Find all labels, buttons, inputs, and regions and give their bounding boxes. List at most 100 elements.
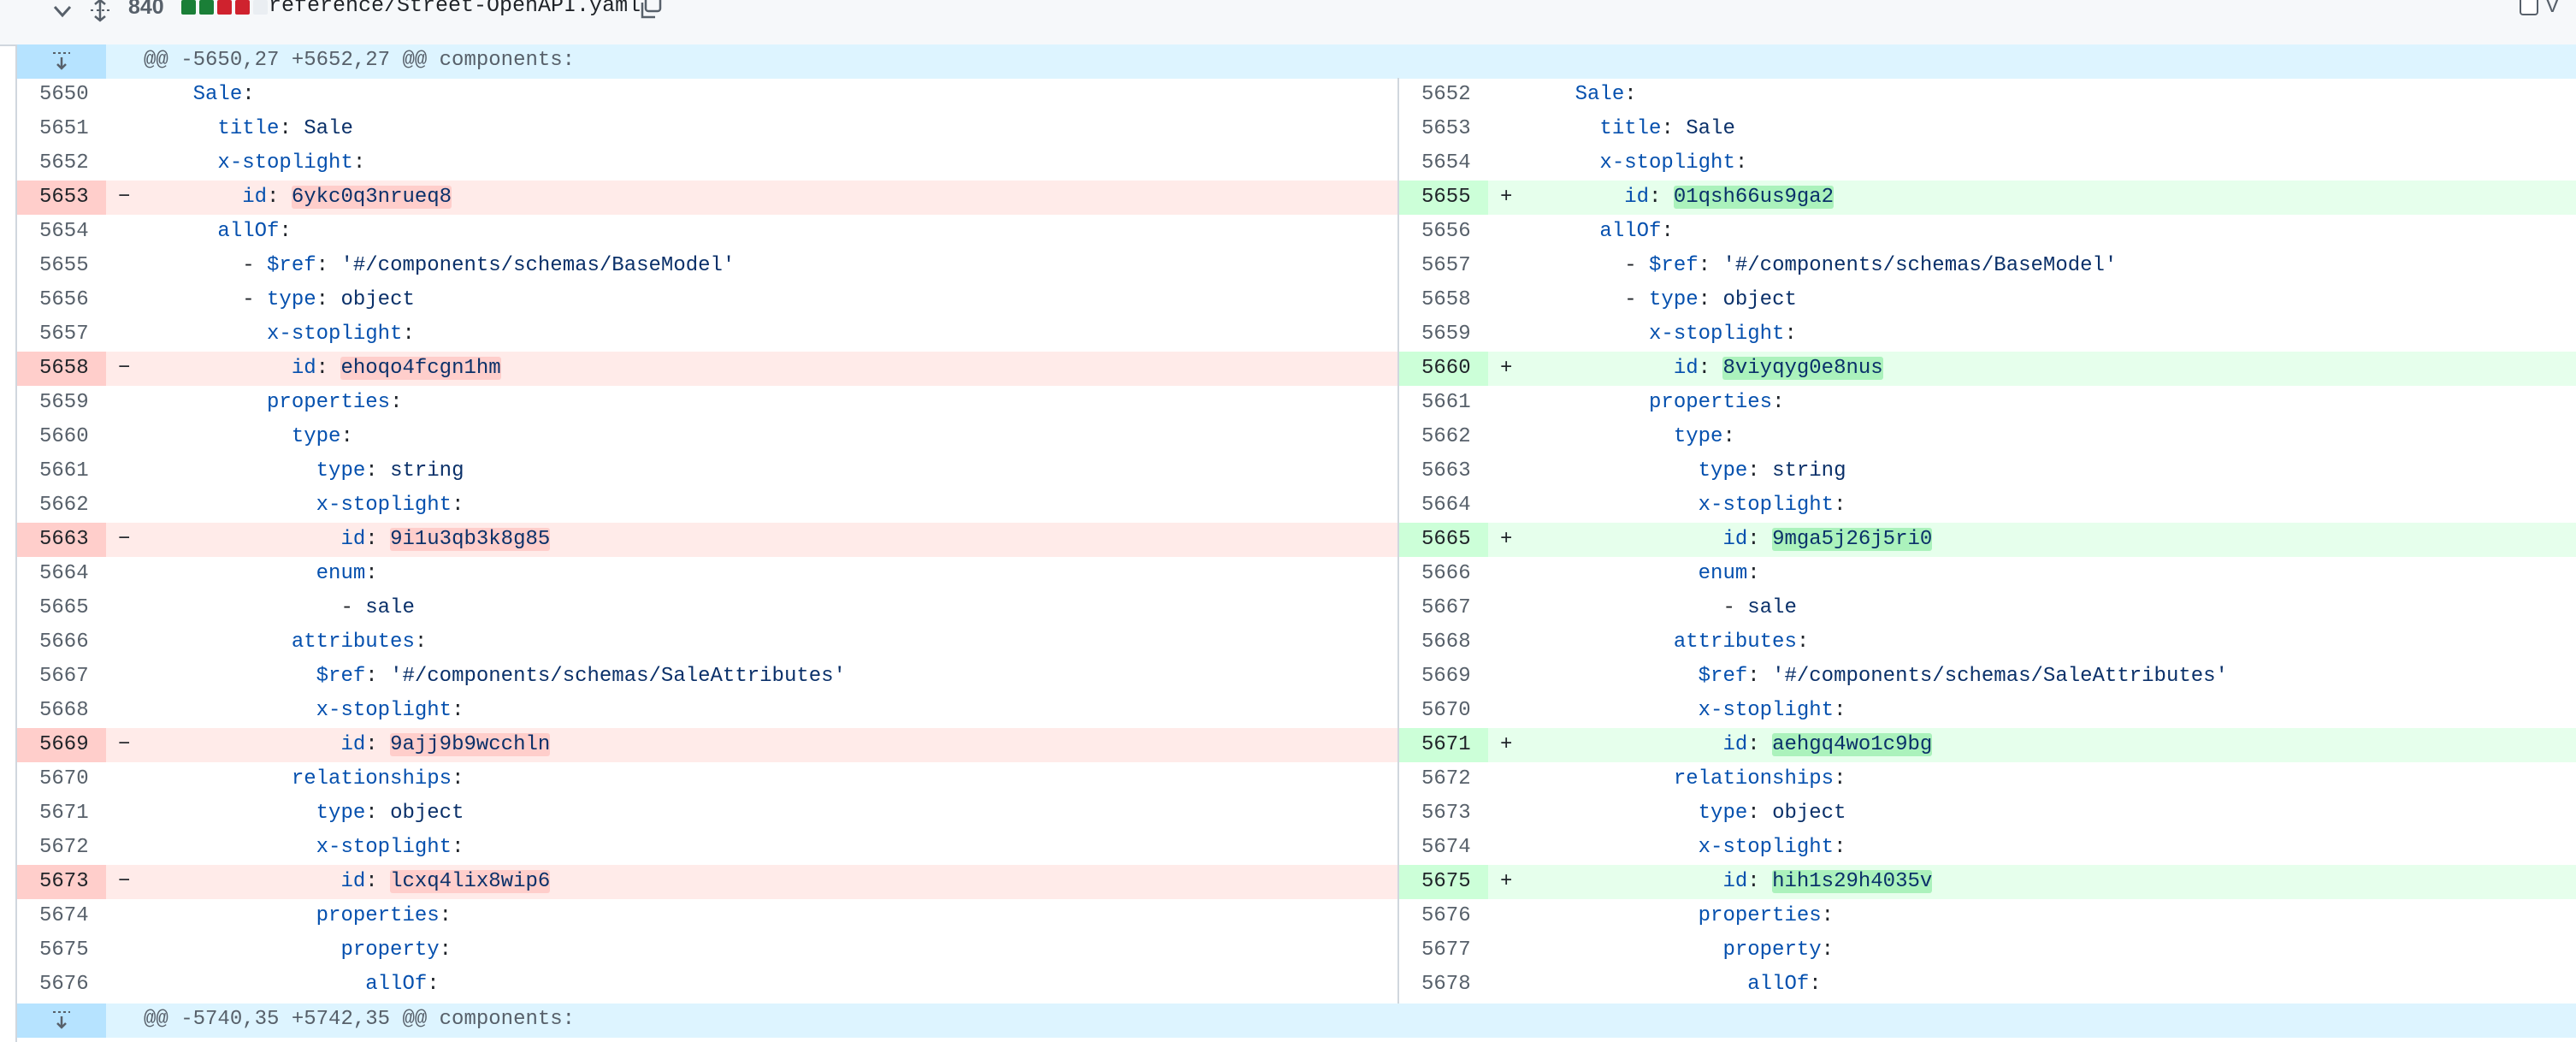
line-number[interactable]: 5657 xyxy=(1421,254,1471,277)
line-number[interactable]: 5659 xyxy=(1421,323,1471,346)
context-line: 5668 attributes: xyxy=(1399,625,2576,660)
line-number[interactable]: 5656 xyxy=(39,288,89,311)
line-number[interactable]: 5676 xyxy=(1421,904,1471,927)
diffstat-square xyxy=(199,0,214,15)
line-number[interactable]: 5655 xyxy=(39,254,89,277)
context-line: 5673 type: object xyxy=(1399,796,2576,831)
line-number[interactable]: 5657 xyxy=(39,323,89,346)
expand-down-button[interactable] xyxy=(17,44,106,79)
code-text: Sale: xyxy=(1575,83,1637,106)
line-number[interactable]: 5675 xyxy=(39,938,89,962)
code-text: - $ref: '#/components/schemas/BaseModel' xyxy=(144,254,736,277)
line-number[interactable]: 5664 xyxy=(39,562,89,585)
line-number[interactable]: 5670 xyxy=(39,767,89,790)
context-line: 5670 relationships: xyxy=(17,762,1397,796)
line-number[interactable]: 5676 xyxy=(39,973,89,996)
viewed-checkbox[interactable] xyxy=(2520,0,2538,15)
line-number[interactable]: 5666 xyxy=(1421,562,1471,585)
minus-marker: − xyxy=(118,528,131,551)
line-number[interactable]: 5660 xyxy=(1399,352,1488,386)
line-number[interactable]: 5662 xyxy=(39,494,89,517)
line-number[interactable]: 5663 xyxy=(1421,459,1471,483)
diffstat-square xyxy=(181,0,196,15)
yaml-key: type xyxy=(1698,802,1748,825)
line-number[interactable]: 5669 xyxy=(17,728,106,762)
line-number[interactable]: 5674 xyxy=(39,904,89,927)
line-number[interactable]: 5666 xyxy=(39,631,89,654)
yaml-key: enum xyxy=(1698,562,1748,585)
code-text: id: 8viyqyg0e8nus xyxy=(1673,357,1883,380)
line-number[interactable]: 5658 xyxy=(17,352,106,386)
line-number[interactable]: 5665 xyxy=(39,596,89,619)
context-line: 5663 type: string xyxy=(1399,454,2576,488)
line-number[interactable]: 5652 xyxy=(1421,83,1471,106)
hunk-header-text: @@ -5740,35 +5742,35 @@ components: xyxy=(144,1008,576,1031)
line-number[interactable]: 5660 xyxy=(39,425,89,448)
expand-down-button[interactable] xyxy=(17,1004,106,1038)
context-line: 5659 properties: xyxy=(17,386,1397,420)
line-number[interactable]: 5656 xyxy=(1421,220,1471,243)
line-number[interactable]: 5661 xyxy=(1421,391,1471,414)
line-number[interactable]: 5662 xyxy=(1421,425,1471,448)
yaml-value: Sale xyxy=(1686,117,1735,140)
line-number[interactable]: 5654 xyxy=(39,220,89,243)
line-number[interactable]: 5671 xyxy=(39,802,89,825)
line-number[interactable]: 5664 xyxy=(1421,494,1471,517)
line-number[interactable]: 5652 xyxy=(39,151,89,175)
minus-marker: − xyxy=(118,733,131,756)
expand-all-icon[interactable] xyxy=(89,0,111,22)
line-number[interactable]: 5665 xyxy=(1399,523,1488,557)
yaml-value: lcxq4lix8wip6 xyxy=(390,870,551,893)
yaml-key: type xyxy=(267,288,316,311)
line-number[interactable]: 5655 xyxy=(1399,181,1488,215)
line-number[interactable]: 5659 xyxy=(39,391,89,414)
yaml-value: string xyxy=(1772,459,1846,483)
code-text: type: xyxy=(291,425,353,448)
copy-icon[interactable] xyxy=(638,0,664,21)
line-number[interactable]: 5670 xyxy=(1421,699,1471,722)
yaml-key: allOf xyxy=(1747,973,1810,996)
code-text: title: Sale xyxy=(1599,117,1735,140)
line-number[interactable]: 5668 xyxy=(1421,631,1471,654)
code-text: x-stoplight: xyxy=(1698,699,1846,722)
code-text: x-stoplight: xyxy=(316,494,464,517)
code-text: x-stoplight: xyxy=(1698,494,1846,517)
line-number[interactable]: 5654 xyxy=(1421,151,1471,175)
yaml-value: '#/components/schemas/SaleAttributes' xyxy=(1772,665,2228,688)
yaml-key: type xyxy=(1698,459,1748,483)
code-text: type: object xyxy=(316,802,464,825)
yaml-key: allOf xyxy=(365,973,428,996)
line-number[interactable]: 5672 xyxy=(39,836,89,859)
yaml-key: id xyxy=(340,870,366,893)
line-number[interactable]: 5673 xyxy=(1421,802,1471,825)
line-number[interactable]: 5669 xyxy=(1421,665,1471,688)
line-number[interactable]: 5650 xyxy=(39,83,89,106)
line-number[interactable]: 5672 xyxy=(1421,767,1471,790)
hunk-header: @@ -5650,27 +5652,27 @@ components: xyxy=(17,44,2576,79)
line-number[interactable]: 5678 xyxy=(1421,973,1471,996)
context-line: 5662 x-stoplight: xyxy=(17,488,1397,523)
line-number[interactable]: 5673 xyxy=(17,865,106,899)
line-number[interactable]: 5651 xyxy=(39,117,89,140)
yaml-key: $ref xyxy=(1649,254,1699,277)
line-number[interactable]: 5677 xyxy=(1421,938,1471,962)
line-number[interactable]: 5661 xyxy=(39,459,89,483)
line-number[interactable]: 5668 xyxy=(39,699,89,722)
context-line: 5670 x-stoplight: xyxy=(1399,694,2576,728)
line-number[interactable]: 5667 xyxy=(39,665,89,688)
diffstat-bar xyxy=(181,0,268,15)
line-number[interactable]: 5653 xyxy=(1421,117,1471,140)
line-number[interactable]: 5674 xyxy=(1421,836,1471,859)
line-number[interactable]: 5671 xyxy=(1399,728,1488,762)
line-number[interactable]: 5663 xyxy=(17,523,106,557)
yaml-value: sale xyxy=(365,596,415,619)
chevron-down-icon[interactable] xyxy=(50,2,75,24)
yaml-key: x-stoplight xyxy=(316,494,452,517)
line-number[interactable]: 5653 xyxy=(17,181,106,215)
context-line: 5652 x-stoplight: xyxy=(17,146,1397,181)
line-number[interactable]: 5658 xyxy=(1421,288,1471,311)
line-number[interactable]: 5667 xyxy=(1421,596,1471,619)
file-path-link[interactable]: reference/Street-OpenAPI.yaml xyxy=(269,0,641,18)
code-text: - sale xyxy=(144,596,415,619)
line-number[interactable]: 5675 xyxy=(1399,865,1488,899)
